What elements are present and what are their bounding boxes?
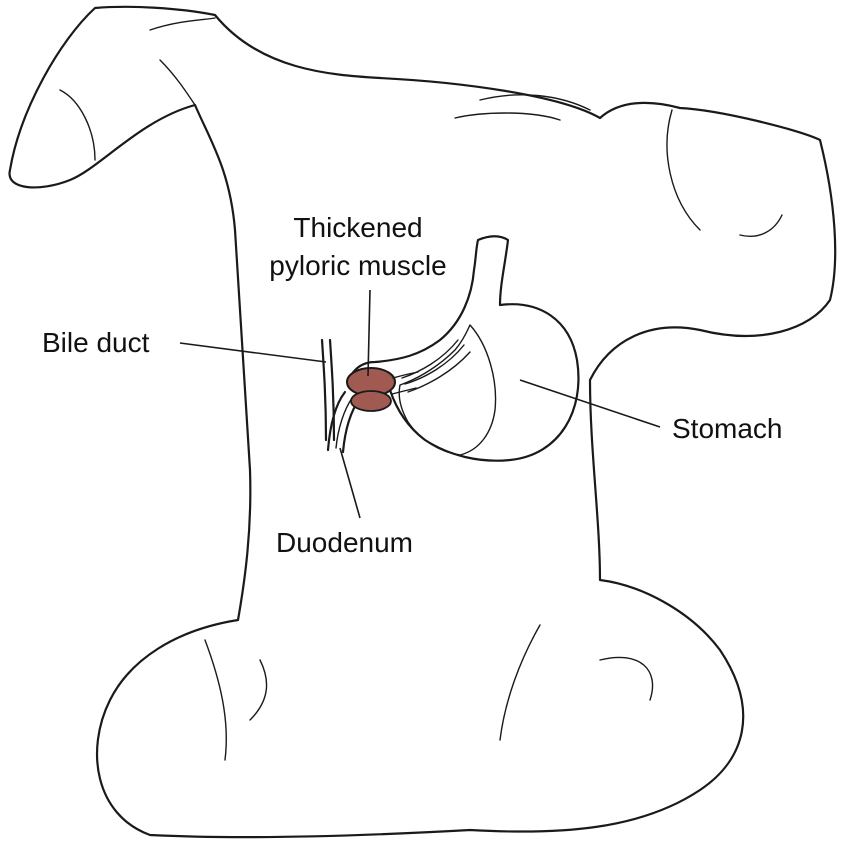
leader-thickened-pyloric-muscle	[367, 289, 371, 377]
label-pyloric-muscle: pyloric muscle	[269, 250, 446, 281]
leader-lines	[179, 289, 661, 519]
leader-stomach	[519, 379, 661, 428]
leader-duodenum	[339, 447, 361, 519]
label-duodenum: Duodenum	[276, 527, 413, 558]
label-thickened: Thickened	[293, 212, 422, 243]
label-stomach: Stomach	[672, 413, 783, 444]
pylorus-region	[320, 338, 419, 454]
stomach	[346, 235, 580, 462]
leader-bile-duct	[179, 342, 327, 363]
labels: Thickened pyloric muscle Bile duct Stoma…	[42, 212, 783, 558]
thickened-pyloric-muscle-lower	[350, 390, 392, 412]
label-bile-duct: Bile duct	[42, 327, 150, 358]
infant-body	[8, 5, 837, 839]
